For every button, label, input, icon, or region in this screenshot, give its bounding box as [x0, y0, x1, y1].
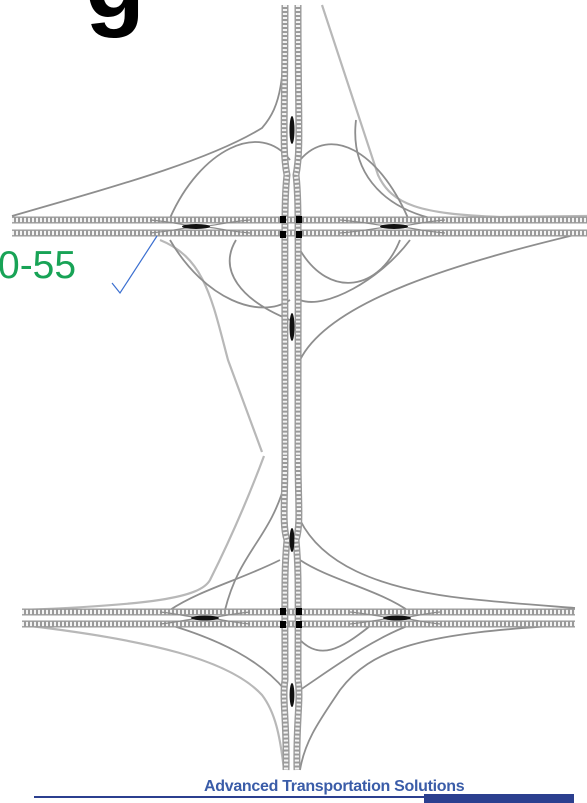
- ramp-ne-light: [320, 4, 587, 219]
- merge-north: [289, 116, 295, 144]
- ramp-b-nw-curve: [224, 479, 287, 611]
- ramp-b-se-inner: [299, 624, 411, 691]
- bridge-pier-nw: [280, 216, 286, 223]
- ramp-b-nw-inner: [169, 559, 281, 611]
- ramp-se-curve: [299, 239, 401, 284]
- footer-accent-block: [424, 794, 574, 803]
- ramp-b-sw-inner: [169, 624, 286, 691]
- ramp-b-ne-inner: [299, 559, 411, 613]
- ramp-se-inner: [299, 239, 411, 303]
- ramp-sw-curve: [228, 239, 291, 321]
- ramp-nw-outer: [11, 4, 286, 217]
- freeway-b-north-south: [280, 455, 303, 771]
- merge-b-south: [289, 683, 295, 707]
- footer-rule: [34, 796, 424, 798]
- callout-line: [111, 235, 158, 295]
- route-label: 0-55: [0, 244, 77, 287]
- ramp-se-outer: [296, 231, 587, 456]
- ramp-sw-inner: [169, 239, 291, 309]
- merge-b-west: [191, 615, 219, 621]
- footer-company-name: Advanced Transportation Solutions: [204, 778, 465, 795]
- bridge-pier-sw: [280, 231, 286, 238]
- merge-south: [289, 313, 295, 341]
- ramp-b-ne-outer: [299, 519, 576, 609]
- merge-b-east: [383, 615, 411, 621]
- ramp-sw-outer: [159, 238, 264, 453]
- bottom-interchange: [21, 455, 576, 771]
- slide-title-fragment: g: [85, 0, 145, 32]
- ramp-ne-curve: [354, 119, 431, 219]
- ramp-b-se-curve: [299, 625, 371, 652]
- merge-b-north: [289, 528, 295, 552]
- ramp-ne-inner: [299, 143, 409, 219]
- freeway-north-south: [280, 4, 303, 461]
- ramp-b-sw-outer: [21, 623, 286, 771]
- bridge-pier-ne: [296, 216, 302, 223]
- ramp-nw-inner: [169, 141, 291, 219]
- top-interchange: [11, 4, 587, 461]
- merge-east: [380, 224, 408, 229]
- bridge-pier-b-ne: [296, 608, 302, 615]
- bridge-pier-b-se: [296, 621, 302, 628]
- ramp-b-nw-outer: [21, 455, 266, 612]
- bridge-pier-b-sw: [280, 621, 286, 628]
- merge-west: [182, 224, 210, 229]
- bridge-pier-b-nw: [280, 608, 286, 615]
- bridge-pier-se: [296, 231, 302, 238]
- ramp-b-se-outer: [299, 624, 576, 771]
